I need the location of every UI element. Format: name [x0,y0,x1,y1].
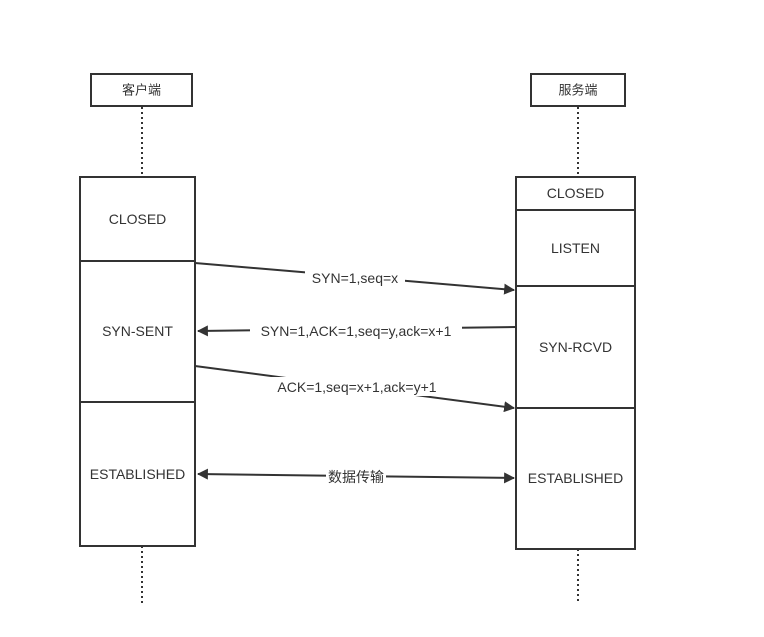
client-state-closed: CLOSED [109,211,167,227]
ack-label-bg [267,377,447,396]
syn-ack-label-bg [250,321,462,340]
client-state-closed-box [79,176,196,262]
syn-ack-label: SYN=1,ACK=1,seq=y,ack=x+1 [261,323,452,339]
client-state-syn-sent-box [79,260,196,403]
server-state-closed-box [515,176,636,211]
client-state-established-box [79,401,196,547]
data-transfer-label: 数据传输 [328,469,384,485]
server-state-closed: CLOSED [547,185,605,201]
server-state-listen: LISTEN [551,240,600,256]
server-state-established-box [515,407,636,550]
client-state-syn-sent: SYN-SENT [102,323,173,339]
ack-label: ACK=1,seq=x+1,ack=y+1 [277,379,436,395]
client-state-established: ESTABLISHED [90,466,185,482]
server-header-label: 服务端 [558,83,597,98]
server-state-established: ESTABLISHED [528,470,623,486]
syn-label: SYN=1,seq=x [312,270,398,286]
server-state-listen-box [515,209,636,287]
client-header-box [90,73,193,107]
client-header-label: 客户端 [122,83,161,98]
server-state-syn-rcvd: SYN-RCVD [539,339,612,355]
syn-label-bg [305,268,405,287]
server-header-box [530,73,626,107]
data-transfer-label-bg [326,467,386,486]
